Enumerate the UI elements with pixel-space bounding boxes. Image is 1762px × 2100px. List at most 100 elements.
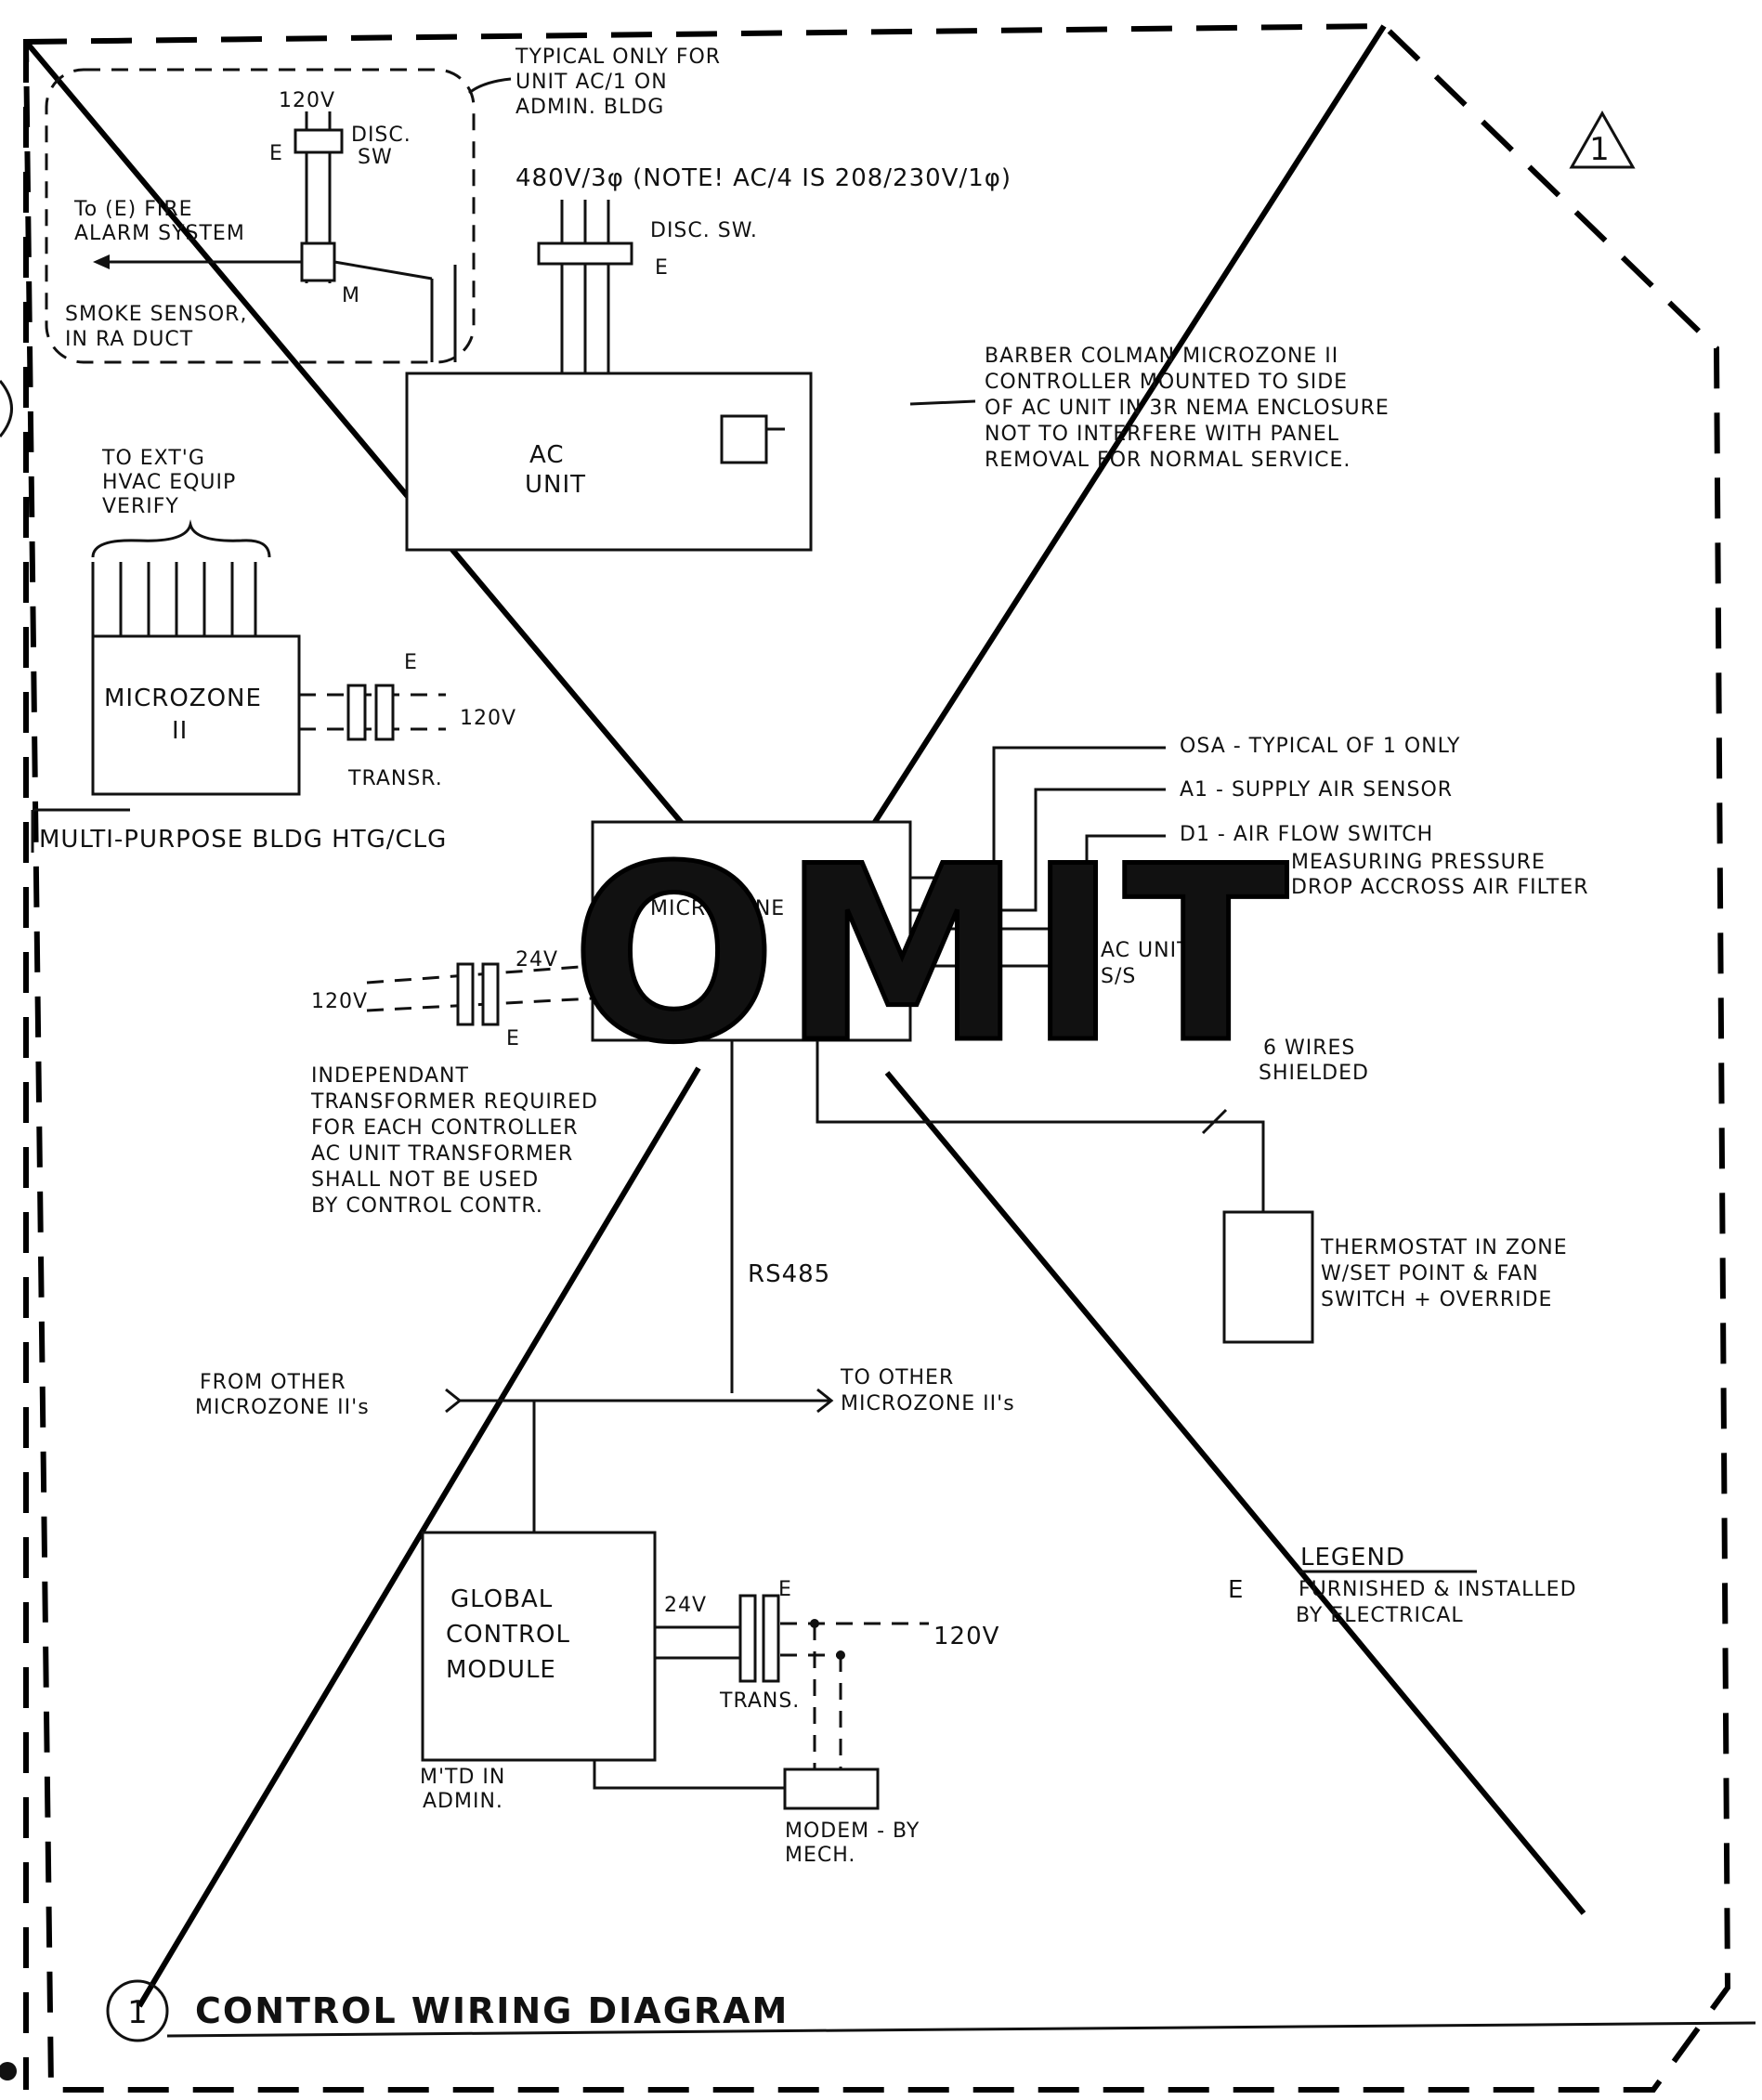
svg-text:BARBER COLMAN MICROZONE II: BARBER COLMAN MICROZONE II	[985, 345, 1338, 368]
svg-text:SHALL NOT BE USED: SHALL NOT BE USED	[311, 1168, 539, 1192]
controller-note: BARBER COLMAN MICROZONE II CONTROLLER MO…	[909, 345, 1390, 472]
multi-purpose-label: MULTI-PURPOSE BLDG HTG/CLG	[31, 808, 447, 854]
wires-label-2: SHIELDED	[1259, 1062, 1369, 1085]
fire-alarm-label-2: ALARM SYSTEM	[74, 222, 245, 245]
svg-text:MULTI-PURPOSE BLDG HTG/CLG: MULTI-PURPOSE BLDG HTG/CLG	[39, 826, 447, 854]
ac-feed-e-mark: E	[655, 256, 669, 280]
ac-ss-label-2: S/S	[1101, 965, 1136, 988]
revision-boundary	[22, 22, 1731, 2093]
smoke-sensor-label-2: IN RA DUCT	[65, 328, 193, 351]
svg-text:FOR EACH CONTROLLER: FOR EACH CONTROLLER	[311, 1116, 579, 1140]
gcm-transformer-voltage: 120V	[933, 1623, 999, 1650]
void-line-c	[137, 1066, 701, 2008]
ac-disc-label: DISC. SW.	[650, 219, 758, 242]
main-transformer-primary: 120V	[311, 990, 368, 1013]
main-transformer-secondary: 24V	[516, 948, 558, 972]
svg-text:BY CONTROL CONTR.: BY CONTROL CONTR.	[311, 1194, 543, 1218]
revision-number: 1	[1589, 131, 1610, 168]
transformer-small-label: TRANSR.	[347, 767, 443, 790]
svg-text:AC UNIT TRANSFORMER: AC UNIT TRANSFORMER	[311, 1142, 573, 1166]
corner-dot	[0, 2062, 17, 2080]
ac-feed-voltage: 480V/3φ (NOTE! AC/4 IS 208/230V/1φ)	[516, 164, 1012, 192]
svg-text:II: II	[172, 717, 188, 745]
modem	[593, 1760, 880, 1810]
rs485-bus	[445, 1040, 834, 1533]
inset-disc-label-2: SW	[358, 146, 393, 169]
gcm-transformer-label: TRANS.	[719, 1689, 800, 1713]
svg-text:BY ELECTRICAL: BY ELECTRICAL	[1296, 1604, 1464, 1627]
svg-text:AC: AC	[529, 441, 564, 469]
svg-text:TYPICAL ONLY FOR: TYPICAL ONLY FOR	[515, 46, 721, 69]
svg-text:TRANSFORMER REQUIRED: TRANSFORMER REQUIRED	[310, 1090, 598, 1114]
global-control-module: GLOBAL CONTROL MODULE	[421, 1531, 657, 1762]
microzone-main: MICROZONE II	[591, 820, 912, 1042]
hvac-wire-bundle	[91, 562, 257, 636]
inset-m-mark: M	[342, 284, 360, 307]
hvac-note: TO EXT'G HVAC EQUIP VERIFY	[91, 447, 271, 558]
svg-text:UNIT: UNIT	[525, 471, 586, 499]
revision-delta: 1	[1569, 110, 1636, 169]
omit-stamp: OMIT	[571, 815, 1294, 1096]
d1-detail-1: MEASURING PRESSURE	[1291, 851, 1546, 874]
transformer-note: INDEPENDANT TRANSFORMER REQUIRED FOR EAC…	[310, 1064, 598, 1218]
inset-boundary	[45, 68, 476, 364]
from-other-label-1: FROM OTHER	[200, 1371, 346, 1394]
fire-alarm-label-1: To (E) FIRE	[73, 198, 193, 221]
svg-text:HVAC EQUIP: HVAC EQUIP	[102, 471, 236, 494]
io-point-d1: D1 - AIR FLOW SWITCH	[1180, 823, 1433, 846]
transformer-small-e-mark: E	[404, 651, 418, 674]
gcm-transformer-secondary: 24V	[664, 1594, 707, 1617]
io-point-a1: A1 - SUPPLY AIR SENSOR	[1180, 778, 1453, 802]
from-other-label-2: MICROZONE II's	[195, 1396, 370, 1419]
io-leads	[910, 746, 1166, 968]
svg-text:E: E	[1228, 1576, 1244, 1604]
thermostat-label-3: SWITCH + OVERRIDE	[1321, 1288, 1552, 1311]
legend: LEGEND E FURNISHED & INSTALLED BY ELECTR…	[1228, 1544, 1576, 1627]
svg-text:LEGEND: LEGEND	[1300, 1544, 1405, 1572]
svg-text:INDEPENDANT: INDEPENDANT	[311, 1064, 469, 1088]
svg-text:OF AC UNIT IN 3R NEMA ENCLOSUR: OF AC UNIT IN 3R NEMA ENCLOSURE	[985, 397, 1390, 420]
svg-text:CONTROL: CONTROL	[446, 1621, 570, 1649]
gcm-transformer	[655, 1594, 929, 1769]
svg-text:VERIFY: VERIFY	[102, 495, 179, 518]
title-number: 1	[127, 1994, 148, 2031]
svg-text:CONTROLLER MOUNTED TO SIDE: CONTROLLER MOUNTED TO SIDE	[985, 371, 1348, 394]
thermostat	[1222, 1210, 1314, 1344]
inset-note: TYPICAL ONLY FOR UNIT AC/1 ON ADMIN. BLD…	[468, 46, 721, 119]
svg-text:TO EXT'G: TO EXT'G	[101, 447, 205, 470]
microzone-small: MICROZONE II	[91, 634, 301, 796]
inset-disc-label-1: DISC.	[351, 124, 411, 147]
io-point-osa: OSA - TYPICAL OF 1 ONLY	[1180, 735, 1460, 758]
void-line-d	[884, 1071, 1586, 1915]
gcm-mount-1: M'TD IN	[420, 1766, 505, 1789]
wires-label-1: 6 WIRES	[1263, 1037, 1355, 1060]
left-edge-mark	[0, 380, 13, 437]
ac-unit: AC UNIT	[405, 372, 813, 552]
thermostat-run	[816, 1040, 1265, 1212]
svg-text:UNIT AC/1 ON: UNIT AC/1 ON	[516, 71, 668, 94]
inset-e-mark: E	[269, 142, 283, 165]
rs485-label: RS485	[748, 1260, 830, 1288]
svg-text:MODULE: MODULE	[446, 1656, 556, 1684]
d1-detail-2: DROP ACCROSS AIR FILTER	[1291, 876, 1589, 899]
svg-text:GLOBAL: GLOBAL	[450, 1585, 553, 1613]
ac-disconnect-switch	[537, 200, 633, 373]
svg-text:MICROZONE: MICROZONE	[650, 897, 785, 920]
transformer-small	[299, 684, 446, 741]
drawing-title: 1 CONTROL WIRING DIAGRAM	[106, 1979, 1756, 2042]
svg-text:MICROZONE: MICROZONE	[104, 685, 262, 712]
to-other-label-2: MICROZONE II's	[841, 1392, 1015, 1415]
gcm-transformer-e-mark: E	[778, 1578, 792, 1601]
modem-label-2: MECH.	[785, 1844, 855, 1867]
main-transformer	[366, 962, 594, 1026]
title-text: CONTROL WIRING DIAGRAM	[195, 1990, 789, 2031]
void-line-a	[23, 40, 723, 870]
gcm-mount-2: ADMIN.	[423, 1790, 503, 1813]
void-line-b	[842, 24, 1387, 870]
thermostat-label-2: W/SET POINT & FAN	[1321, 1262, 1539, 1285]
inset-smoke-detector	[93, 241, 457, 362]
to-other-label-1: TO OTHER	[840, 1366, 954, 1389]
svg-text:REMOVAL FOR NORMAL SERVICE.: REMOVAL FOR NORMAL SERVICE.	[985, 449, 1351, 472]
thermostat-label-1: THERMOSTAT IN ZONE	[1320, 1236, 1568, 1259]
